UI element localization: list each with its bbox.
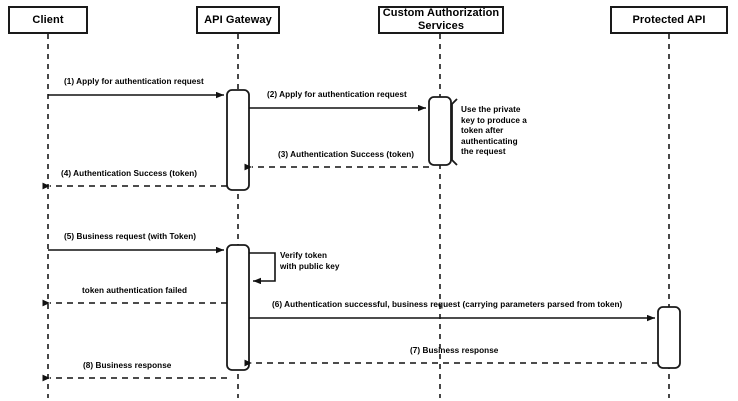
lifeline-header-protected-api[interactable]: Protected API (610, 6, 728, 34)
activation-bars (226, 89, 681, 371)
note-private-key: Use the private key to produce a token a… (461, 105, 527, 158)
lifeline-label-client: Client (32, 13, 64, 26)
message-label-7: (7) Business response (410, 346, 499, 355)
message-label-token-auth-failed: token authentication failed (82, 286, 188, 295)
lifeline-header-custom-authorization-services[interactable]: Custom Authorization Services (378, 6, 504, 34)
message-label-5: (5) Business request (with Token) (64, 232, 197, 241)
lifeline-header-client[interactable]: Client (8, 6, 88, 34)
note-private-key-line-1: Use the private (461, 105, 521, 114)
activation-auth-service (428, 96, 452, 166)
message-label-4: (4) Authentication Success (token) (61, 169, 198, 178)
message-label-1: (1) Apply for authentication request (64, 77, 204, 86)
note-private-key-line-3: token after (461, 126, 504, 135)
activation-gateway-business (226, 244, 250, 371)
note-private-key-line-5: the request (461, 147, 506, 156)
self-message-label-verify-token: Verify token with public key (280, 251, 339, 272)
message-label-3: (3) Authentication Success (token) (278, 150, 415, 159)
self-message-line-1: Verify token (280, 251, 328, 260)
message-label-2: (2) Apply for authentication request (267, 90, 407, 99)
activation-protected-api (657, 306, 681, 369)
lifeline-label-protected-api: Protected API (632, 13, 706, 26)
message-arrow-self-verify-token (249, 252, 276, 285)
lifeline-label-api-gateway: API Gateway (204, 13, 272, 26)
message-label-8: (8) Business response (83, 361, 172, 370)
message-label-6: (6) Authentication successful, business … (272, 300, 623, 309)
self-message-line-2: with public key (280, 261, 340, 271)
lifeline-lines (47, 34, 670, 398)
activation-gateway-auth (226, 89, 250, 191)
lifeline-header-api-gateway[interactable]: API Gateway (196, 6, 280, 34)
lifeline-label-custom-authorization-services: Custom Authorization Services (382, 7, 500, 32)
note-private-key-line-4: authenticating (461, 136, 518, 146)
note-private-key-line-2: key to produce a (461, 115, 527, 125)
note-bracket-private-key (451, 98, 458, 166)
